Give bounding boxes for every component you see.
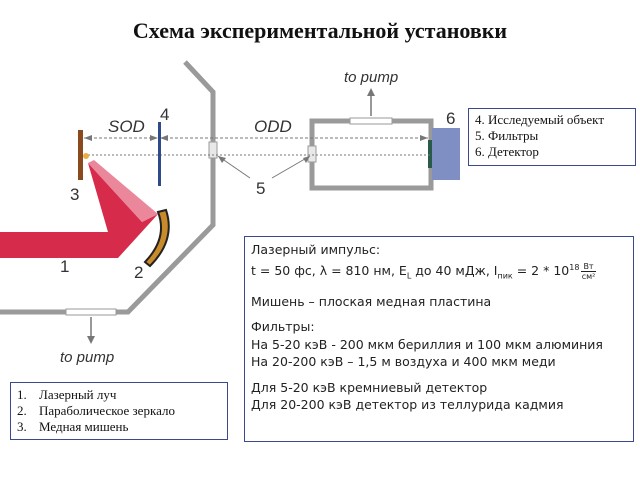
to-pump-top-label: to pump [344, 69, 398, 86]
laser-params: t = 50 фс, λ = 810 нм, EL до 40 мДж, Iпи… [251, 261, 596, 281]
label-4: 4 [160, 105, 169, 124]
object-sample [158, 122, 161, 186]
filter-window-chamber [208, 141, 218, 159]
filters-heading: Фильтры: [251, 319, 315, 335]
legend-object-item: 4. Исследуемый объект [475, 112, 605, 127]
sod-label: SOD [108, 117, 145, 136]
copper-target [78, 130, 83, 180]
legend-object-item: 6. Детектор [475, 144, 539, 159]
to-pump-bottom-label: to pump [60, 349, 114, 366]
label-5: 5 [256, 179, 265, 198]
pump-port-bottom [65, 308, 117, 316]
label-2: 2 [134, 263, 143, 282]
legend-object-item: 5. Фильтры [475, 128, 539, 143]
filters-line: На 5-20 кэВ - 200 мкм бериллия и 100 мкм… [251, 336, 603, 352]
page-title: Схема экспериментальной установки [132, 18, 508, 43]
label-1: 1 [60, 257, 69, 276]
legend-elements: 1.Лазерный луч 2.Параболическое зеркало … [10, 382, 228, 440]
filters-line: На 20-200 кэВ – 1,5 м воздуха и 400 мкм … [251, 354, 556, 370]
laser-beam [0, 163, 158, 258]
label-5-pointer-right [271, 155, 311, 179]
detector-line: Для 20-200 кэВ детектор из теллурида кад… [251, 397, 564, 413]
odd-label: ODD [254, 117, 292, 136]
legend-objects: 4. Исследуемый объект 5. Фильтры 6. Дете… [468, 108, 636, 166]
filter-window-box [307, 145, 317, 163]
detector-face [428, 140, 432, 168]
pump-port-top [349, 117, 393, 125]
legend-element-item: 2.Параболическое зеркало [17, 403, 175, 418]
legend-element-item: 3.Медная мишень [17, 419, 129, 434]
label-3: 3 [70, 185, 79, 204]
legend-element-item: 1.Лазерный луч [17, 387, 117, 402]
detector [432, 128, 460, 180]
laser-heading: Лазерный импульс: [251, 242, 381, 257]
detector-line: Для 5-20 кэВ кремниевый детектор [251, 379, 488, 395]
parameters-panel: Лазерный импульс: t = 50 фс, λ = 810 нм,… [244, 236, 634, 442]
parabolic-mirror [143, 208, 170, 268]
target-description: Мишень – плоская медная пластина [251, 293, 492, 309]
label-6: 6 [446, 109, 455, 128]
